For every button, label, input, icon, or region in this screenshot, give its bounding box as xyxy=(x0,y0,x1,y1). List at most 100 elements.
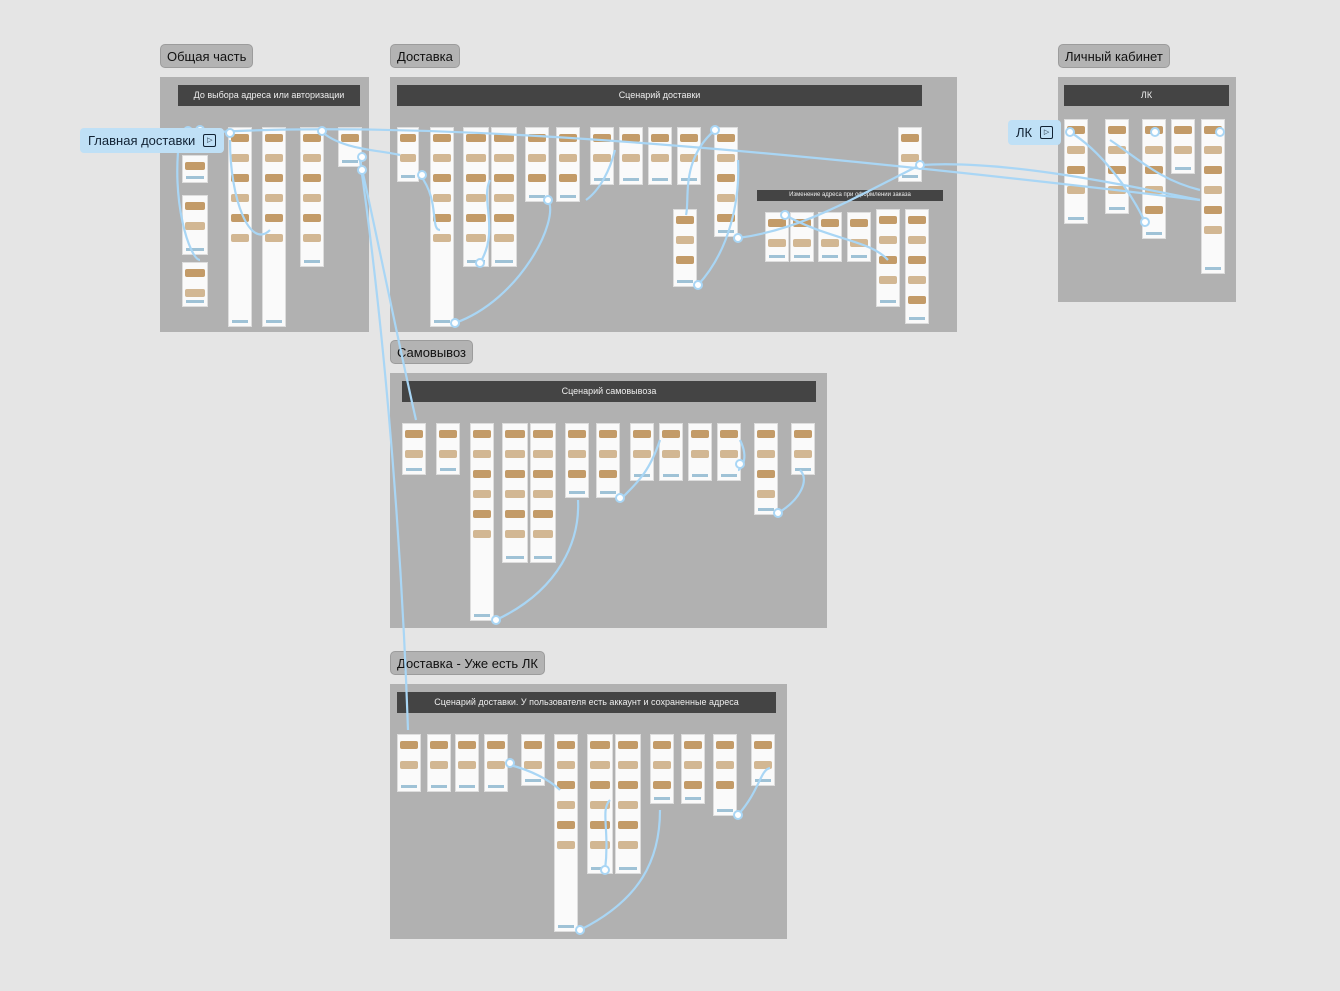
prototype-screen[interactable] xyxy=(402,423,426,475)
prototype-screen[interactable] xyxy=(521,734,545,786)
food-image xyxy=(533,430,553,438)
food-image xyxy=(908,296,926,304)
section-label-common[interactable]: Общая часть xyxy=(160,44,254,68)
prototype-screen[interactable] xyxy=(673,209,697,287)
food-image xyxy=(850,239,868,247)
section-account[interactable]: ЛК xyxy=(1058,77,1236,302)
prototype-screen[interactable] xyxy=(554,734,578,932)
prototype-screen[interactable] xyxy=(300,127,324,267)
prototype-screen[interactable] xyxy=(182,155,208,183)
section-delivery-account[interactable]: Сценарий доставки. У пользователя есть а… xyxy=(390,684,787,939)
food-image xyxy=(1145,186,1163,194)
prototype-screen[interactable] xyxy=(681,734,705,804)
food-image xyxy=(757,430,775,438)
food-image xyxy=(618,801,638,809)
food-image xyxy=(618,821,638,829)
prototype-screen[interactable] xyxy=(182,262,208,307)
food-image xyxy=(599,430,617,438)
section-common[interactable]: До выбора адреса или авторизации xyxy=(160,77,369,332)
prototype-screen[interactable] xyxy=(619,127,643,185)
section-banner: До выбора адреса или авторизации xyxy=(178,85,360,106)
prototype-screen[interactable] xyxy=(648,127,672,185)
screen-button xyxy=(431,785,447,788)
prototype-screen[interactable] xyxy=(688,423,712,481)
prototype-screen[interactable] xyxy=(765,212,789,262)
food-image xyxy=(590,781,610,789)
prototype-screen[interactable] xyxy=(590,127,614,185)
food-image xyxy=(821,219,839,227)
prototype-screen[interactable] xyxy=(1064,119,1088,224)
prototype-screen[interactable] xyxy=(530,423,556,563)
prototype-screen[interactable] xyxy=(565,423,589,498)
prototype-screen[interactable] xyxy=(470,423,494,621)
prototype-screen[interactable] xyxy=(502,423,528,563)
prototype-screen[interactable] xyxy=(1105,119,1129,214)
prototype-screen[interactable] xyxy=(714,127,738,237)
section-pickup[interactable]: Сценарий самовывоза xyxy=(390,373,827,628)
food-image xyxy=(528,174,546,182)
prototype-screen[interactable] xyxy=(556,127,580,202)
prototype-screen[interactable] xyxy=(898,127,922,182)
food-image xyxy=(691,450,709,458)
prototype-screen[interactable] xyxy=(818,212,842,262)
prototype-screen[interactable] xyxy=(430,127,454,327)
food-image xyxy=(691,430,709,438)
play-flow-icon[interactable]: ▷ xyxy=(203,134,217,147)
prototype-screen[interactable] xyxy=(717,423,741,481)
section-label-delivery-account[interactable]: Доставка - Уже есть ЛК xyxy=(390,651,545,675)
food-image xyxy=(633,450,651,458)
prototype-screen[interactable] xyxy=(397,127,419,182)
flow-start-account[interactable]: ЛК ▷ xyxy=(1008,120,1062,145)
prototype-screen[interactable] xyxy=(587,734,613,874)
section-label-pickup[interactable]: Самовывоз xyxy=(390,340,473,364)
prototype-screen[interactable] xyxy=(790,212,814,262)
food-image xyxy=(793,239,811,247)
prototype-screen[interactable] xyxy=(228,127,252,327)
screen-button xyxy=(718,230,734,233)
play-flow-icon[interactable]: ▷ xyxy=(1040,126,1054,139)
flow-start-delivery-main[interactable]: Главная доставки ▷ xyxy=(80,128,225,153)
prototype-screen[interactable] xyxy=(1142,119,1166,239)
section-label-account[interactable]: Личный кабинет xyxy=(1058,44,1170,68)
food-image xyxy=(1067,146,1085,154)
prototype-screen[interactable] xyxy=(615,734,641,874)
prototype-screen[interactable] xyxy=(650,734,674,804)
prototype-screen[interactable] xyxy=(397,734,421,792)
food-image xyxy=(1067,126,1085,134)
food-image xyxy=(433,154,451,162)
section-label-delivery[interactable]: Доставка xyxy=(390,44,460,68)
prototype-screen[interactable] xyxy=(630,423,654,481)
prototype-screen[interactable] xyxy=(596,423,620,498)
prototype-screen[interactable] xyxy=(659,423,683,481)
prototype-screen[interactable] xyxy=(182,195,208,255)
section-delivery[interactable]: Сценарий доставки Изменение адреса при о… xyxy=(390,77,957,332)
screen-button xyxy=(794,255,810,258)
prototype-screen[interactable] xyxy=(905,209,929,324)
prototype-screen[interactable] xyxy=(754,423,778,515)
prototype-screen[interactable] xyxy=(791,423,815,475)
prototype-screen[interactable] xyxy=(751,734,775,786)
food-image xyxy=(590,741,610,749)
prototype-screen[interactable] xyxy=(463,127,489,267)
food-image xyxy=(1204,206,1222,214)
prototype-screen[interactable] xyxy=(876,209,900,307)
prototype-screen[interactable] xyxy=(1171,119,1195,174)
prototype-screen[interactable] xyxy=(436,423,460,475)
prototype-screen[interactable] xyxy=(262,127,286,327)
food-image xyxy=(533,530,553,538)
prototype-screen[interactable] xyxy=(847,212,871,262)
prototype-screen[interactable] xyxy=(525,127,549,202)
prototype-screen[interactable] xyxy=(713,734,737,816)
food-image xyxy=(466,174,486,182)
prototype-screen[interactable] xyxy=(491,127,517,267)
prototype-screen[interactable] xyxy=(1201,119,1225,274)
food-image xyxy=(684,781,702,789)
prototype-screen[interactable] xyxy=(338,127,362,167)
prototype-screen[interactable] xyxy=(427,734,451,792)
prototype-screen[interactable] xyxy=(484,734,508,792)
prototype-screen[interactable] xyxy=(455,734,479,792)
food-image xyxy=(185,162,205,170)
food-image xyxy=(901,134,919,142)
prototype-screen[interactable] xyxy=(677,127,701,185)
food-image xyxy=(439,450,457,458)
